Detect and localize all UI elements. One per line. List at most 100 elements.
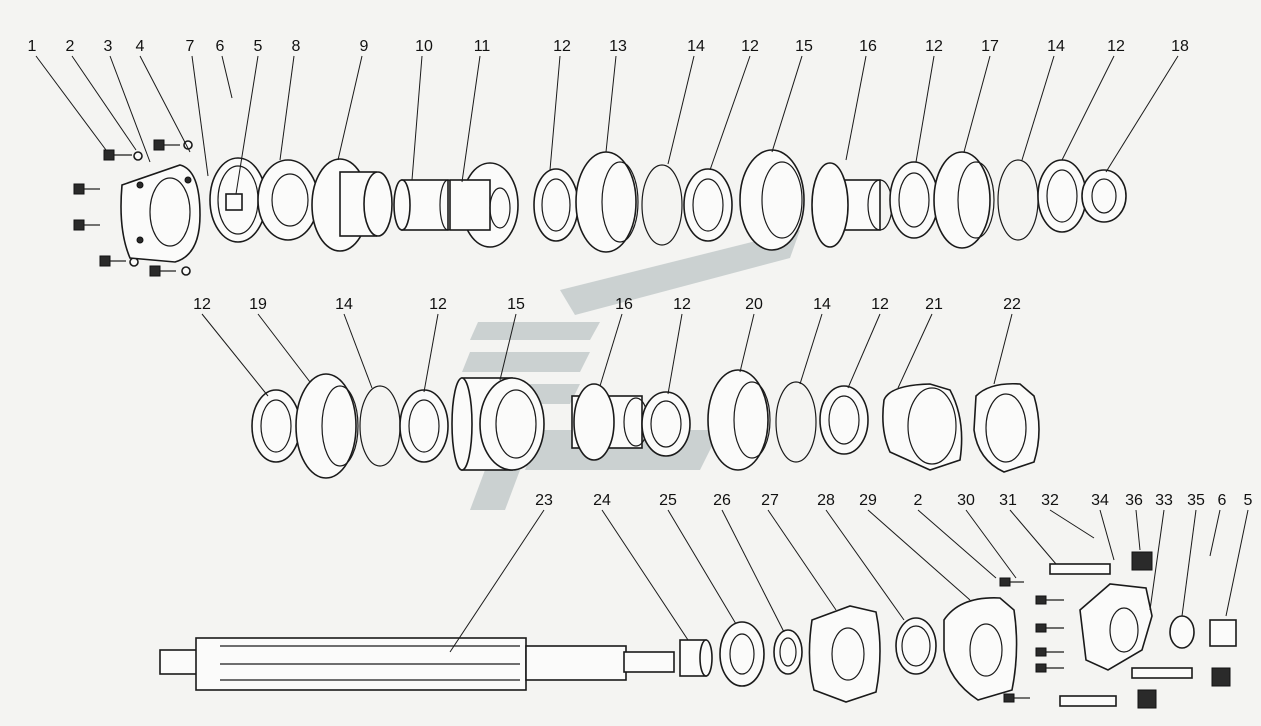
snap-ring	[359, 385, 401, 467]
bearing-housing	[882, 383, 963, 471]
callout-label: 6	[1218, 492, 1227, 509]
callout-label: 14	[813, 296, 831, 313]
callout-label: 5	[1244, 492, 1253, 509]
middle-row-parts	[251, 369, 1040, 479]
snap-ring	[997, 159, 1039, 241]
labels-top-row: 1 2 3 4 7 6 5 8 9 10 11 12 13 14 12 15 1…	[28, 38, 1189, 55]
callout-label: 2	[66, 38, 75, 55]
callout-label: 14	[335, 296, 353, 313]
nut	[225, 193, 243, 211]
gasket	[973, 382, 1040, 473]
bearing	[1037, 159, 1087, 233]
sleeve	[393, 179, 457, 231]
callout-label: 12	[673, 296, 691, 313]
callout-label: 26	[713, 492, 731, 509]
clutch-sleeve	[739, 149, 805, 251]
callout-label: 8	[292, 38, 301, 55]
callout-label: 36	[1125, 492, 1143, 509]
callout-label: 32	[1041, 492, 1059, 509]
callout-label: 28	[817, 492, 835, 509]
callout-label: 12	[741, 38, 759, 55]
bearing	[399, 389, 449, 463]
callout-label: 33	[1155, 492, 1173, 509]
callout-label: 34	[1091, 492, 1109, 509]
callout-label: 7	[186, 38, 195, 55]
gear	[295, 373, 359, 479]
washer	[1169, 615, 1195, 649]
callout-label: 15	[507, 296, 525, 313]
callout-label: 10	[415, 38, 433, 55]
seal-ring	[773, 629, 803, 675]
bearing	[257, 159, 319, 241]
callout-label: 14	[687, 38, 705, 55]
callout-label: 4	[136, 38, 145, 55]
callout-label: 12	[871, 296, 889, 313]
gear	[571, 383, 649, 461]
bearing	[641, 391, 691, 457]
callout-label: 12	[925, 38, 943, 55]
gear	[449, 162, 519, 248]
callout-label: 30	[957, 492, 975, 509]
nut	[1131, 551, 1153, 571]
bearing	[819, 385, 869, 455]
bearing-cover	[808, 605, 881, 703]
callout-label: 25	[659, 492, 677, 509]
bolt-group-right	[999, 577, 1064, 703]
callout-label: 35	[1187, 492, 1205, 509]
top-row-parts	[73, 139, 1127, 277]
gear	[811, 162, 893, 248]
callout-label: 3	[104, 38, 113, 55]
callout-label: 20	[745, 296, 763, 313]
callout-label: 12	[193, 296, 211, 313]
nut	[1211, 667, 1231, 687]
callout-label: 6	[216, 38, 225, 55]
callout-label: 22	[1003, 296, 1021, 313]
bearing	[533, 168, 579, 242]
bearing	[251, 389, 301, 463]
callout-label: 9	[360, 38, 369, 55]
clutch-sleeve	[451, 377, 545, 471]
snap-ring	[641, 164, 683, 246]
companion-flange	[1079, 583, 1153, 671]
callout-label: 5	[254, 38, 263, 55]
callout-label: 17	[981, 38, 999, 55]
gear	[707, 369, 771, 471]
shaft	[159, 637, 675, 691]
bolt-group-left	[73, 139, 193, 277]
labels-middle-row: 12 19 14 12 15 16 12 20 14 12 21 22	[193, 296, 1021, 313]
callout-label: 21	[925, 296, 943, 313]
callout-label: 24	[593, 492, 611, 509]
callout-label: 11	[474, 38, 491, 55]
gear	[575, 151, 639, 253]
bearing	[683, 168, 733, 242]
callout-label: 15	[795, 38, 813, 55]
callout-label: 1	[28, 38, 37, 55]
callout-label: 12	[1107, 38, 1125, 55]
nut	[1137, 689, 1157, 709]
bearing	[719, 621, 765, 687]
spacer-ring	[1081, 169, 1127, 223]
labels-bottom-row: 23 24 25 26 27 28 29 2 30 31 32 34 36 33…	[535, 492, 1252, 509]
castle-nut	[1209, 619, 1237, 647]
bushing	[679, 639, 713, 677]
leader-lines	[35, 55, 1249, 653]
bottom-row-parts	[159, 551, 1237, 709]
callout-label: 16	[859, 38, 877, 55]
callout-label: 14	[1047, 38, 1065, 55]
long-bolts	[1049, 563, 1193, 707]
callout-label: 19	[249, 296, 267, 313]
callout-label: 12	[429, 296, 447, 313]
flange-housing	[943, 597, 1018, 701]
snap-ring	[775, 381, 817, 463]
gear	[311, 158, 393, 252]
callout-label: 16	[615, 296, 633, 313]
gear	[933, 151, 995, 249]
callout-label: 13	[609, 38, 627, 55]
callout-label: 29	[859, 492, 877, 509]
callout-label: 2	[914, 492, 923, 509]
callout-label: 23	[535, 492, 553, 509]
callout-label: 18	[1171, 38, 1189, 55]
callout-label: 12	[553, 38, 571, 55]
callout-label: 27	[761, 492, 779, 509]
